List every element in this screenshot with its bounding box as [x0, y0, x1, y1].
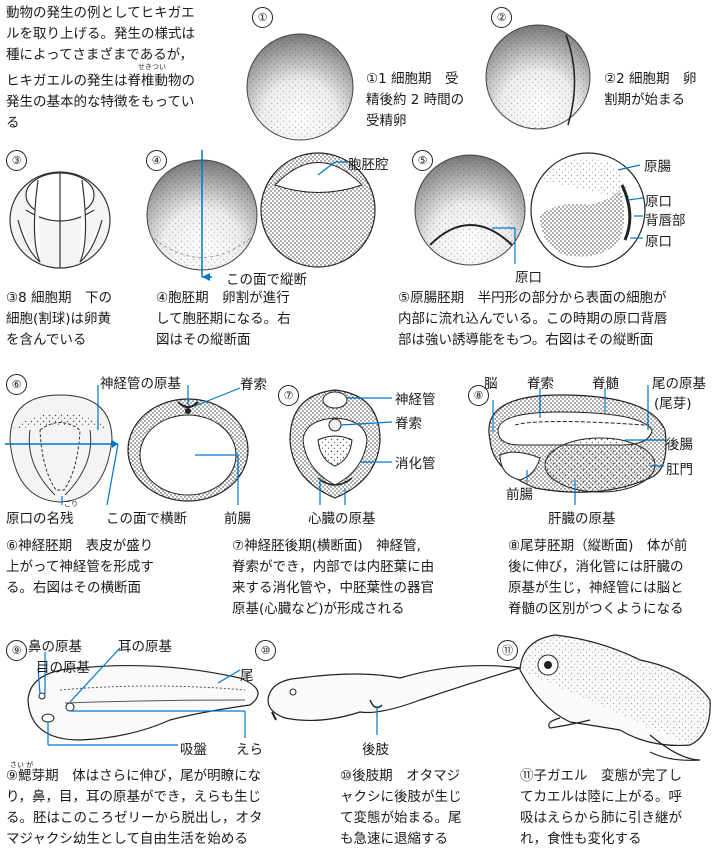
label-section-longitudinal: この面で縦断 [226, 272, 307, 288]
label-foregut: 前腸 [224, 511, 251, 527]
stage-number: ⑥ [6, 374, 27, 395]
label-blastopore: 原口 [515, 270, 542, 286]
stage7-late-neurula [289, 389, 393, 505]
label-sucker: 吸盤 [180, 742, 207, 758]
label-hindgut: 後腸 [666, 437, 693, 453]
label-heart-primordium: 心臓の原基 [308, 511, 376, 527]
label-foregut: 前腸 [506, 487, 533, 503]
stage8-tailbud [488, 385, 667, 505]
label-brain: 脳 [484, 376, 498, 392]
label-anus: 肛門 [666, 462, 693, 478]
label-section-transverse: この面で横断 [106, 511, 187, 527]
stage4-section [260, 152, 376, 268]
stage6-section [127, 385, 249, 505]
label-blastopore: 原口 [645, 194, 672, 210]
label-notochord: 脊索 [240, 377, 267, 393]
stage-number: ⑦ [278, 385, 299, 406]
stage4-blastula [146, 150, 258, 281]
label-notochord: 脊索 [395, 416, 422, 432]
stage-number: ⑪ [497, 640, 518, 661]
stage3-eight-cell [9, 171, 111, 269]
label-eye-primordium: 目の原基 [36, 660, 90, 676]
label-tail-bud: (尾芽) [654, 396, 692, 412]
label-dorsal-lip: 背唇部 [645, 213, 686, 229]
label-nose-primordium: 鼻の原基 [28, 639, 82, 655]
label-blastopore-remnant: 原口の名残 [6, 511, 74, 527]
stage-number: ⑤ [412, 150, 433, 171]
stage5-section [530, 152, 646, 268]
label-ear-primordium: 耳の原基 [118, 639, 172, 655]
stage-number: ② [491, 7, 512, 28]
label-remnant-ruby: ごり [64, 500, 78, 508]
intro-line: ヒキガエルの発生は脊椎動物の [6, 73, 195, 89]
label-hindlimb: 後肢 [362, 742, 389, 758]
label-blastocoel: 胞胚腔 [348, 157, 389, 173]
label-digestive-tract: 消化管 [395, 456, 436, 472]
stage-number: ⑩ [255, 640, 276, 661]
label-spinal-cord: 脊髄 [592, 376, 619, 392]
stage1-egg [246, 33, 354, 141]
label-tail: 尾 [240, 668, 254, 684]
label-notochord: 脊索 [527, 376, 554, 392]
stage-number: ⑨ [6, 640, 27, 661]
intro-line: 種によってさまざまであるが， [6, 47, 193, 63]
stage-number: ④ [146, 150, 167, 171]
label-archenteron: 原腸 [644, 159, 671, 175]
stage9-gill-bud [27, 647, 259, 746]
label-liver-primordium: 肝臓の原基 [548, 511, 616, 527]
stage11-froglet [519, 634, 711, 761]
stage-number: ① [252, 7, 273, 28]
stage10-hindlimb [267, 664, 521, 735]
stage5-gastrula [414, 154, 526, 266]
label-neural-tube-primordium: 神経管の原基 [100, 376, 181, 392]
label-gill: えら [236, 742, 263, 758]
intro-line: る [6, 115, 20, 131]
stage2-egg [485, 24, 591, 130]
intro-ruby: せきつい [138, 63, 166, 71]
intro-line: 発生の基本的な特徴をもってい [6, 94, 195, 110]
stage9-ruby: さい が [10, 761, 34, 769]
label-tail-primordium: 尾の原基 [652, 376, 706, 392]
intro-line: 動物の発生の例としてヒキガエ [6, 5, 195, 21]
label-neural-tube: 神経管 [395, 392, 436, 408]
stage-number: ⑧ [468, 385, 489, 406]
stage-number: ③ [6, 150, 27, 171]
intro-line: ルを取り上げる。発生の様式は [6, 26, 195, 42]
label-blastopore: 原口 [645, 234, 672, 250]
stage6-neurula [5, 385, 119, 506]
